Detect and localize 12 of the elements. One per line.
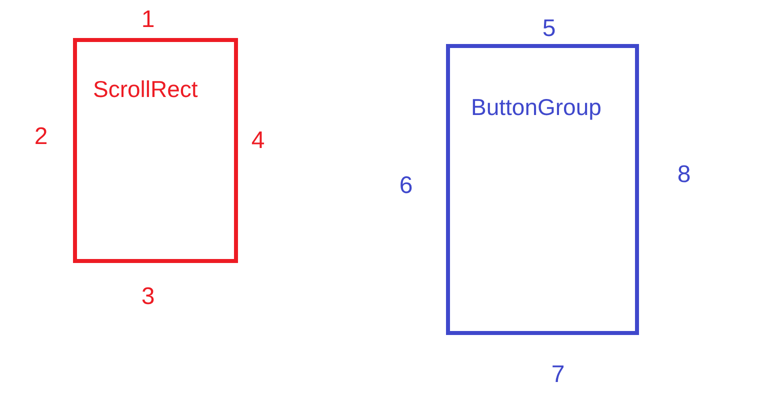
side-number: 6 [399,172,413,200]
side-number: 5 [542,15,556,43]
side-number: 3 [141,283,155,311]
outline-box [446,44,639,335]
outline-box [73,38,238,263]
side-number: 2 [34,123,48,151]
side-number: 1 [141,6,155,34]
side-number: 7 [551,361,565,389]
box-title: ButtonGroup [471,94,602,121]
side-number: 8 [677,161,691,189]
box-title: ScrollRect [93,76,198,103]
side-number: 4 [251,127,265,155]
